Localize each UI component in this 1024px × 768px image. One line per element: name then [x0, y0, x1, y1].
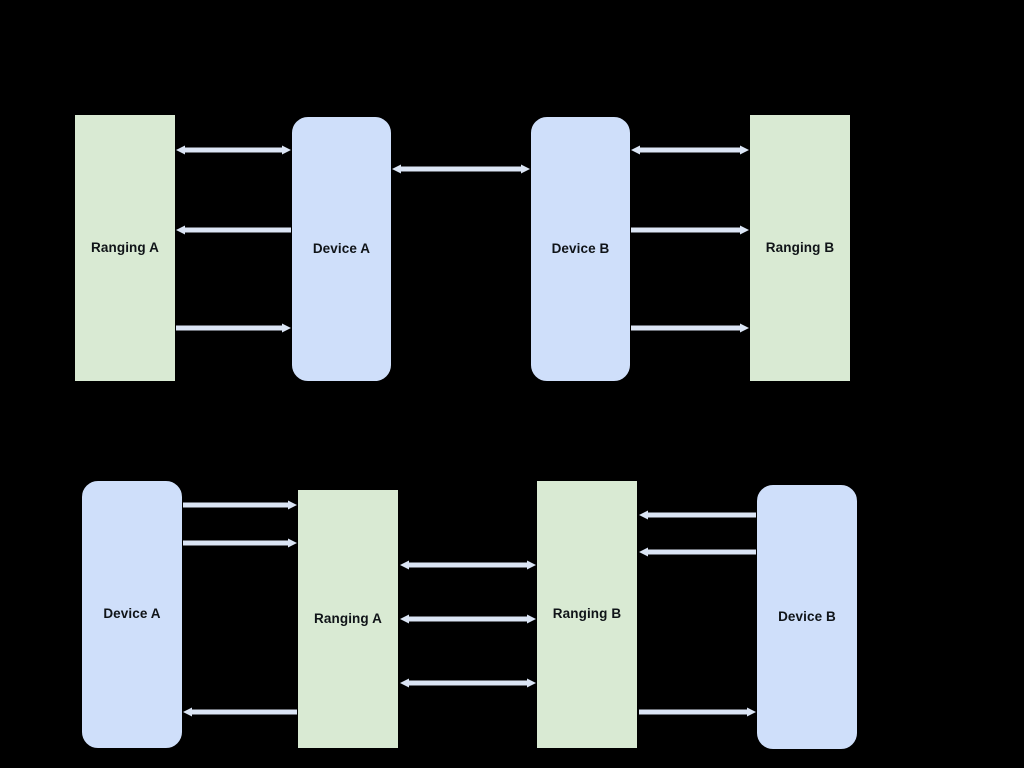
node-top-ranging-a[interactable]: Ranging A	[75, 115, 175, 381]
edge-arrow-left	[164, 218, 303, 242]
edge-arrow-right	[171, 531, 309, 555]
arrowhead-left-icon	[400, 560, 409, 570]
arrowhead-right-icon	[288, 538, 297, 548]
edge-arrow-right	[619, 218, 761, 242]
node-bot-ranging-b[interactable]: Ranging B	[537, 481, 637, 748]
node-bot-device-a[interactable]: Device A	[82, 481, 182, 748]
node-label: Device A	[312, 240, 371, 256]
node-label: Device B	[551, 240, 610, 256]
edge-arrow-left	[171, 700, 309, 724]
node-label: Ranging B	[765, 239, 835, 255]
arrowhead-right-icon	[527, 678, 536, 688]
node-bot-ranging-a[interactable]: Ranging A	[298, 490, 398, 748]
arrowhead-right-icon	[282, 323, 291, 333]
edge-arrow-right	[619, 316, 761, 340]
arrowhead-right-icon	[288, 500, 297, 510]
node-label: Ranging B	[552, 606, 622, 622]
arrowhead-left-icon	[400, 678, 409, 688]
node-top-ranging-b[interactable]: Ranging B	[750, 115, 850, 381]
edge-arrow-both	[388, 607, 548, 631]
edge-arrow-right	[627, 700, 768, 724]
arrowhead-left-icon	[176, 225, 185, 235]
arrowhead-left-icon	[392, 164, 401, 174]
arrowhead-left-icon	[631, 145, 640, 155]
edge-arrow-both	[388, 553, 548, 577]
node-top-device-b[interactable]: Device B	[531, 117, 630, 381]
edge-arrow-both	[380, 157, 542, 181]
arrowhead-right-icon	[521, 164, 530, 174]
arrowhead-right-icon	[527, 614, 536, 624]
arrowhead-right-icon	[747, 707, 756, 717]
node-top-device-a[interactable]: Device A	[292, 117, 391, 381]
edge-arrow-left	[627, 540, 768, 564]
node-label: Ranging A	[314, 610, 382, 626]
arrowhead-right-icon	[527, 560, 536, 570]
arrowhead-right-icon	[282, 145, 291, 155]
edge-arrow-right	[171, 493, 309, 517]
edge-arrow-right	[164, 316, 303, 340]
node-label: Device B	[778, 608, 836, 624]
arrowhead-left-icon	[400, 614, 409, 624]
arrowhead-left-icon	[639, 547, 648, 557]
edge-arrow-both	[164, 138, 303, 162]
arrowhead-right-icon	[740, 145, 749, 155]
node-label: Ranging A	[91, 239, 159, 255]
arrowhead-left-icon	[176, 145, 185, 155]
node-label: Device A	[103, 606, 161, 622]
edge-arrow-both	[619, 138, 761, 162]
arrowhead-left-icon	[639, 510, 648, 520]
edge-arrow-left	[627, 503, 768, 527]
arrowhead-right-icon	[740, 323, 749, 333]
edge-arrow-both	[388, 671, 548, 695]
node-bot-device-b[interactable]: Device B	[757, 485, 857, 749]
arrowhead-left-icon	[183, 707, 192, 717]
arrowhead-right-icon	[740, 225, 749, 235]
